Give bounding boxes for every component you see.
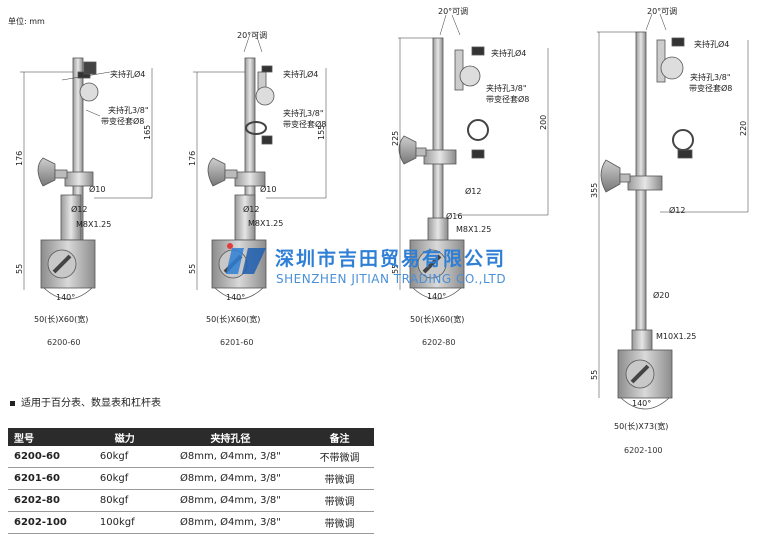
table-row: 6200-60 60kgf Ø8mm, Ø4mm, 3/8" 不带微调: [8, 446, 374, 468]
base-height-dim: 55: [15, 263, 24, 274]
clamp-large-label-2: 带变径套Ø8: [486, 95, 530, 104]
base-size-dim: 50(长)X60(宽): [34, 315, 89, 324]
clamp-small-label: 夹持孔Ø4: [283, 70, 319, 79]
rod-main-dim: Ø16: [446, 212, 463, 221]
model-label: 6202-80: [422, 338, 456, 347]
clamp-large-label-2: 带变径套Ø8: [689, 84, 733, 93]
stand-6200-60: [37, 57, 99, 300]
clamp-small-label: 夹持孔Ø4: [491, 49, 527, 58]
table-header-row: 型号 磁力 夹持孔径 备注: [8, 428, 374, 446]
unit-label: 单位: mm: [8, 17, 45, 26]
rod-main-dim: Ø20: [653, 291, 670, 300]
rod-main-dim: Ø12: [243, 205, 260, 214]
watermark-company-cn: 深圳市吉田贸易有限公司: [275, 248, 507, 270]
dims-6201-60: [193, 33, 327, 290]
total-height-dim: 355: [590, 182, 599, 198]
base-height-dim: 55: [590, 369, 599, 380]
cell-model: 6200-60: [8, 446, 94, 468]
fine-adjust-label: 20°可调: [237, 31, 268, 40]
stand-6202-100: [600, 31, 694, 410]
cell-force: 80kgf: [93, 489, 156, 512]
stand-6201-60: [207, 57, 275, 300]
model-label: 6201-60: [220, 338, 254, 347]
table-row: 6202-100 100kgf Ø8mm, Ø4mm, 3/8" 带微调: [8, 511, 374, 534]
rod-main-dim: Ø12: [71, 205, 88, 214]
base-height-dim: 55: [188, 263, 197, 274]
rod-top-dim: Ø10: [260, 185, 277, 194]
usage-note: 适用于百分表、数显表和杠杆表: [10, 394, 161, 409]
rod-top-dim: Ø12: [669, 206, 686, 215]
total-height-dim: 225: [391, 130, 400, 146]
fine-adjust-label: 20°可调: [647, 7, 678, 16]
header-force: 磁力: [93, 428, 156, 446]
total-height-dim: 176: [188, 150, 197, 166]
bullet-icon: [10, 400, 15, 406]
dims-6202-100: [597, 13, 749, 398]
table-row: 6202-80 80kgf Ø8mm, Ø4mm, 3/8" 带微调: [8, 489, 374, 512]
cell-remark: 带微调: [305, 511, 374, 534]
watermark-company-en: SHENZHEN JITIAN TRADING CO.,LTD: [276, 272, 507, 286]
clamp-large-label-2: 带变径套Ø8: [283, 120, 327, 129]
clamp-large-label-1: 夹持孔3/8": [283, 109, 324, 118]
clamp-large-label-2: 带变径套Ø8: [101, 117, 145, 126]
cell-clamp: Ø8mm, Ø4mm, 3/8": [155, 511, 306, 534]
cell-force: 100kgf: [93, 511, 156, 534]
cell-clamp: Ø8mm, Ø4mm, 3/8": [155, 489, 306, 512]
angle-dim: 140°: [427, 292, 447, 301]
cell-model: 6202-80: [8, 489, 94, 512]
angle-dim: 140°: [226, 293, 246, 302]
model-label: 6202-100: [624, 446, 663, 455]
total-height-dim: 176: [15, 150, 24, 166]
fine-adjust-label: 20°可调: [438, 7, 469, 16]
header-model: 型号: [8, 428, 94, 446]
upper-height-dim: 200: [539, 114, 548, 130]
cell-model: 6202-100: [8, 511, 94, 534]
thread-dim: M8X1.25: [456, 225, 492, 234]
model-label: 6200-60: [47, 338, 81, 347]
thread-dim: M10X1.25: [656, 332, 697, 341]
upper-height-dim: 220: [739, 120, 748, 136]
table-row: 6201-60 60kgf Ø8mm, Ø4mm, 3/8" 带微调: [8, 467, 374, 490]
company-logo-icon: [226, 243, 266, 274]
clamp-small-label: 夹持孔Ø4: [694, 40, 730, 49]
thread-dim: M8X1.25: [248, 219, 284, 228]
base-size-dim: 50(长)X60(宽): [410, 315, 465, 324]
cell-clamp: Ø8mm, Ø4mm, 3/8": [155, 446, 306, 468]
clamp-large-label-1: 夹持孔3/8": [690, 73, 731, 82]
header-clamp: 夹持孔径: [155, 428, 306, 446]
base-size-dim: 50(长)X73(宽): [614, 422, 669, 431]
base-size-dim: 50(长)X60(宽): [206, 315, 261, 324]
upper-height-dim: 165: [143, 124, 152, 140]
cell-model: 6201-60: [8, 467, 94, 490]
angle-dim: 140°: [56, 293, 76, 302]
angle-dim: 140°: [632, 399, 652, 408]
clamp-large-label-1: 夹持孔3/8": [108, 106, 149, 115]
stand-6202-80: [398, 37, 489, 300]
clamp-small-label: 夹持孔Ø4: [110, 70, 146, 79]
upper-height-dim: 155: [317, 124, 326, 140]
cell-remark: 带微调: [305, 467, 374, 490]
cell-force: 60kgf: [93, 467, 156, 490]
cell-force: 60kgf: [93, 446, 156, 468]
cell-remark: 不带微调: [305, 446, 374, 468]
dims-6202-80: [398, 14, 549, 290]
cell-clamp: Ø8mm, Ø4mm, 3/8": [155, 467, 306, 490]
cell-remark: 带微调: [305, 489, 374, 512]
rod-top-dim: Ø12: [465, 187, 482, 196]
usage-note-text: 适用于百分表、数显表和杠杆表: [21, 398, 161, 409]
rod-top-dim: Ø10: [89, 185, 106, 194]
clamp-large-label-1: 夹持孔3/8": [486, 84, 527, 93]
header-remark: 备注: [305, 428, 374, 446]
dims-6200-60: [20, 68, 153, 290]
spec-table: 型号 磁力 夹持孔径 备注 6200-60 60kgf Ø8mm, Ø4mm, …: [8, 428, 374, 534]
thread-dim: M8X1.25: [76, 220, 112, 229]
